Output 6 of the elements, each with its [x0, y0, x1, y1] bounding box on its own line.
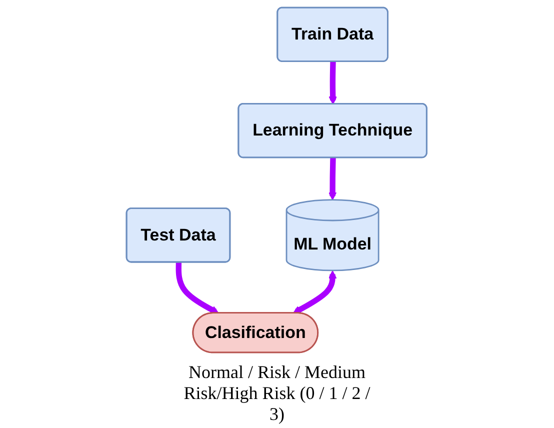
arrow — [328, 158, 338, 200]
arrow — [293, 270, 338, 314]
arrow — [329, 62, 338, 105]
node-caption: Normal / Risk / Medium Risk/High Risk (0 / 1 / 2 / 3) — [182, 362, 372, 425]
flowchart-drawing: Train Data Learning Technique Test Data ML Model Clasification — [119, 0, 435, 360]
arrow — [176, 262, 220, 314]
